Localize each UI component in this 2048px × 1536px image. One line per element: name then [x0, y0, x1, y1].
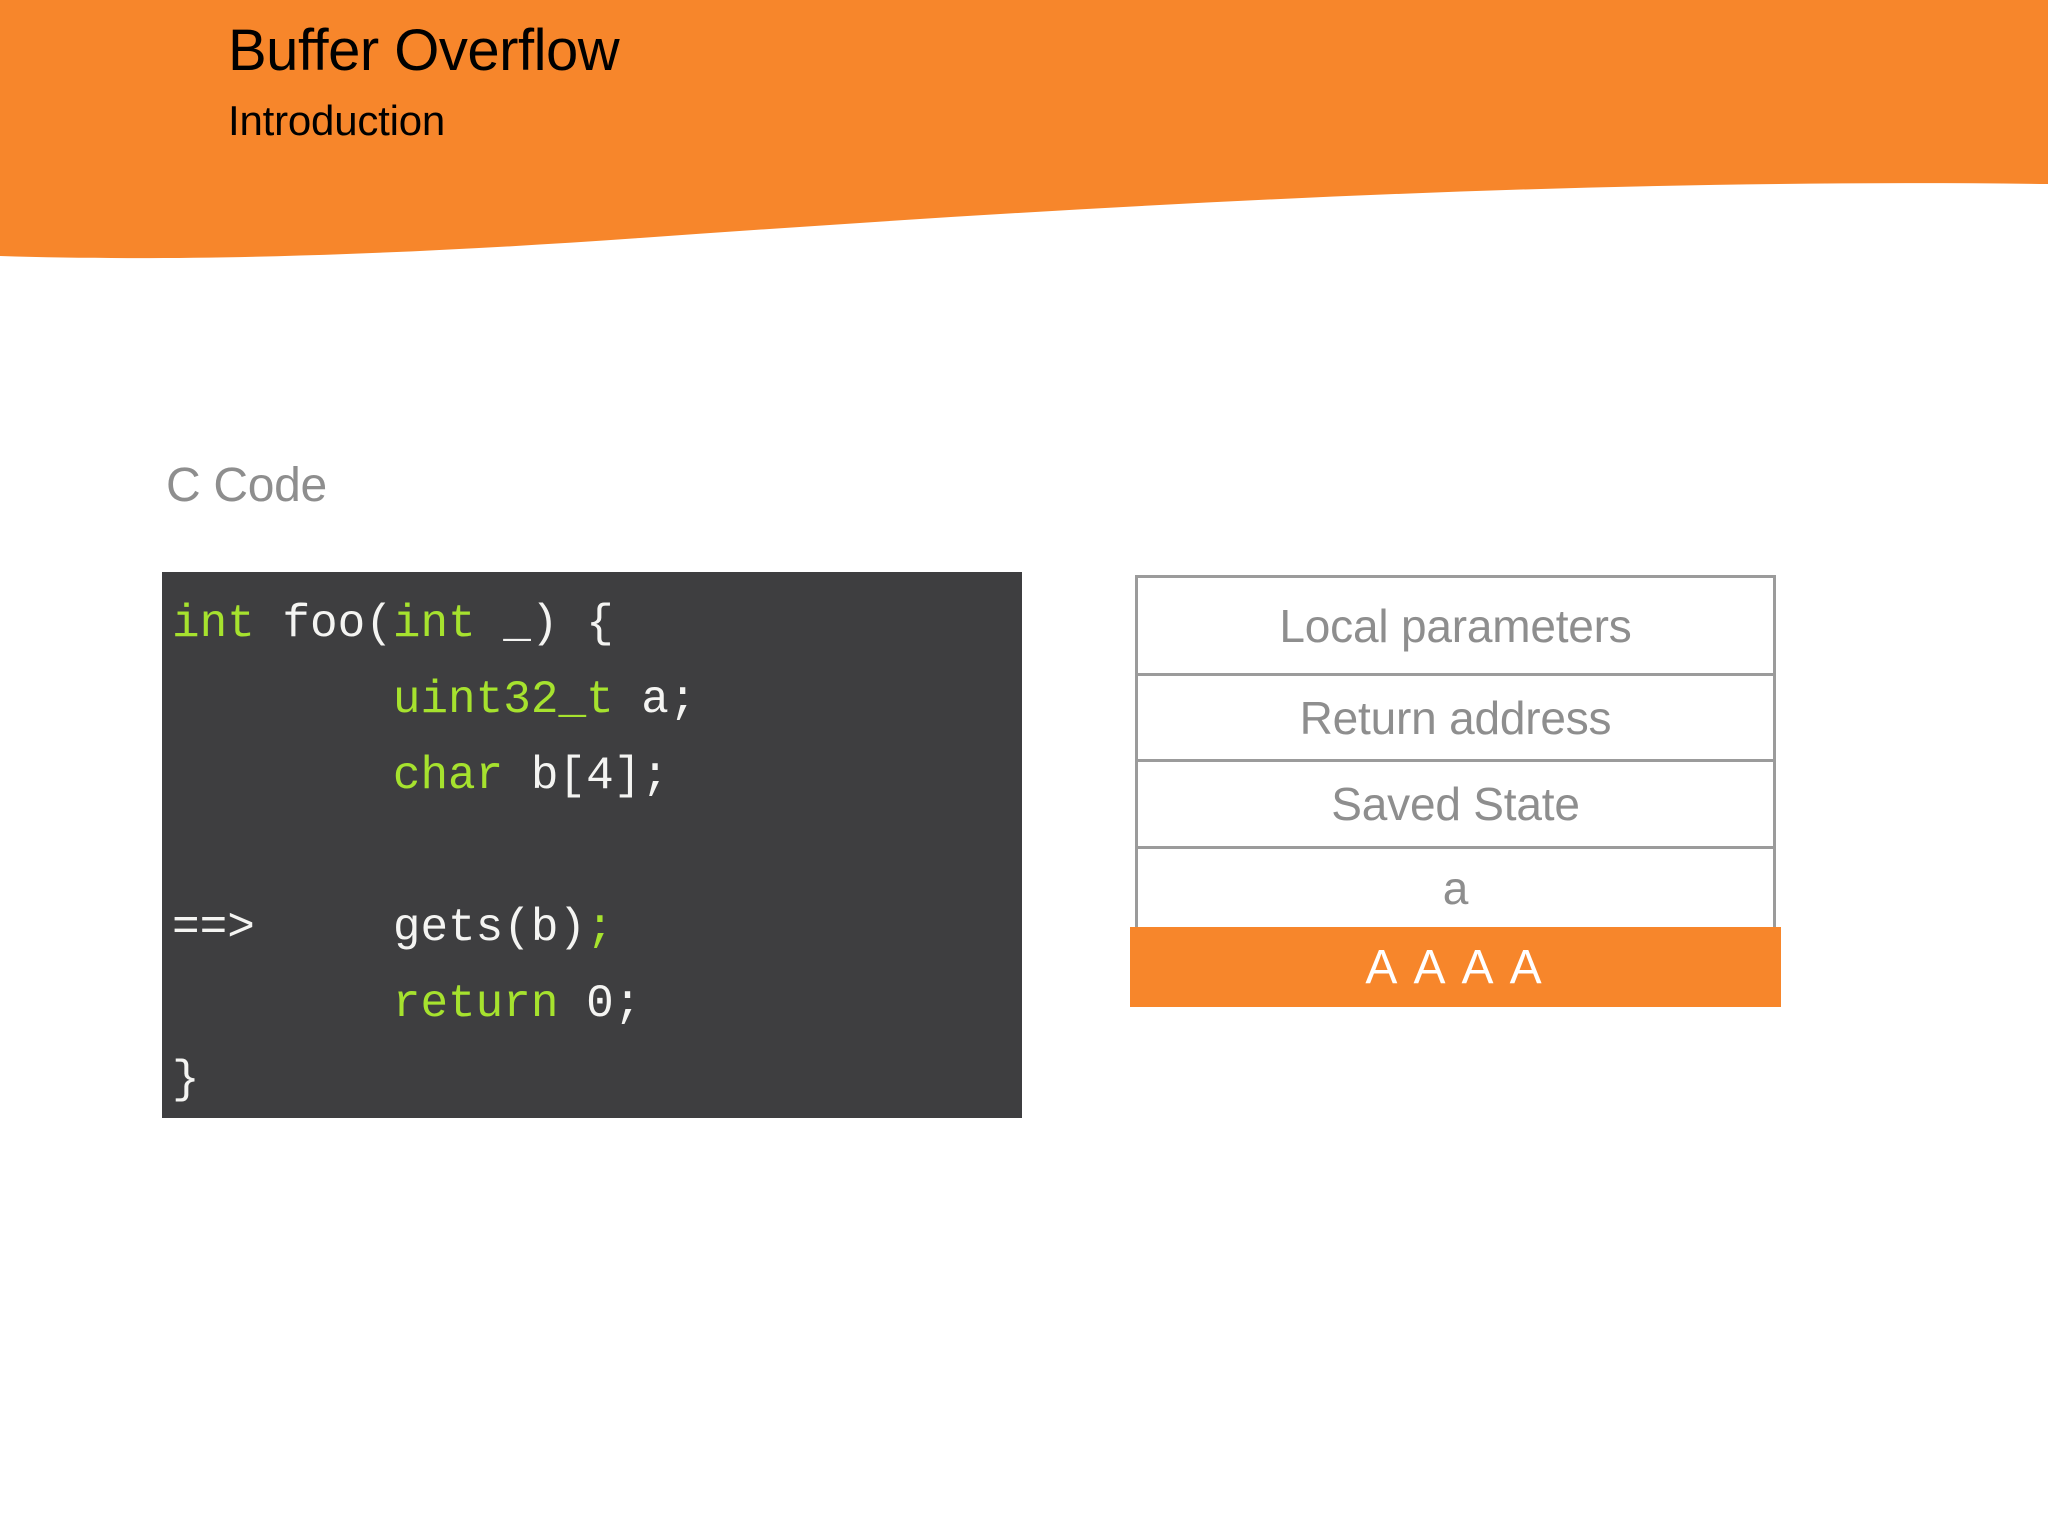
stack-row-label: Local parameters: [1279, 599, 1632, 652]
stack-row-overflow: A A A A: [1130, 927, 1781, 1007]
code-token-default: 0;: [558, 978, 642, 1030]
code-token-default: }: [172, 1054, 200, 1106]
header-band: [0, 0, 2048, 270]
header-text-group: Buffer Overflow Introduction: [228, 18, 620, 144]
stack-row-label: Saved State: [1331, 778, 1580, 830]
code-line: [172, 814, 1022, 890]
stack-row: Local parameters: [1135, 575, 1776, 676]
stack-row: Return address: [1135, 673, 1776, 762]
section-label-c-code: C Code: [166, 459, 327, 512]
stack-row: Saved State: [1135, 759, 1776, 849]
page-title: Buffer Overflow: [228, 18, 620, 83]
code-line: return 0;: [172, 966, 1022, 1042]
code-token-default: [172, 750, 393, 802]
page-subtitle: Introduction: [228, 97, 446, 144]
stack-row-label: Return address: [1299, 691, 1612, 744]
code-block: int foo(int _) { uint32_t a; char b[4]; =…: [162, 572, 1022, 1118]
code-token-default: b[4];: [503, 750, 669, 802]
code-token-default: ==> gets(b): [172, 902, 587, 954]
code-token-default: [172, 674, 393, 726]
code-token-punct: ;: [586, 902, 614, 954]
stack-row: a: [1135, 846, 1776, 930]
code-token-keyword: return: [392, 978, 559, 1030]
code-line: }: [172, 1042, 1022, 1118]
code-token-keyword: int: [172, 598, 255, 650]
header-band-path: [0, 0, 2048, 259]
code-token-default: a;: [613, 674, 697, 726]
code-line: ==> gets(b);: [172, 890, 1022, 966]
code-token-default: foo(: [254, 598, 393, 650]
code-token-keyword: char: [392, 750, 504, 802]
header-band-shape: [0, 0, 2048, 259]
stack-row-label: a: [1442, 862, 1469, 914]
code-line: char b[4];: [172, 738, 1022, 814]
code-token-keyword: int: [392, 598, 476, 650]
code-line: int foo(int _) {: [172, 586, 1022, 662]
code-token-default: [172, 978, 393, 1030]
code-line: uint32_t a;: [172, 662, 1022, 738]
code-token-default: _) {: [475, 598, 614, 650]
code-token-keyword: uint32_t: [392, 674, 614, 726]
stack-row-label: A A A A: [1365, 940, 1546, 994]
